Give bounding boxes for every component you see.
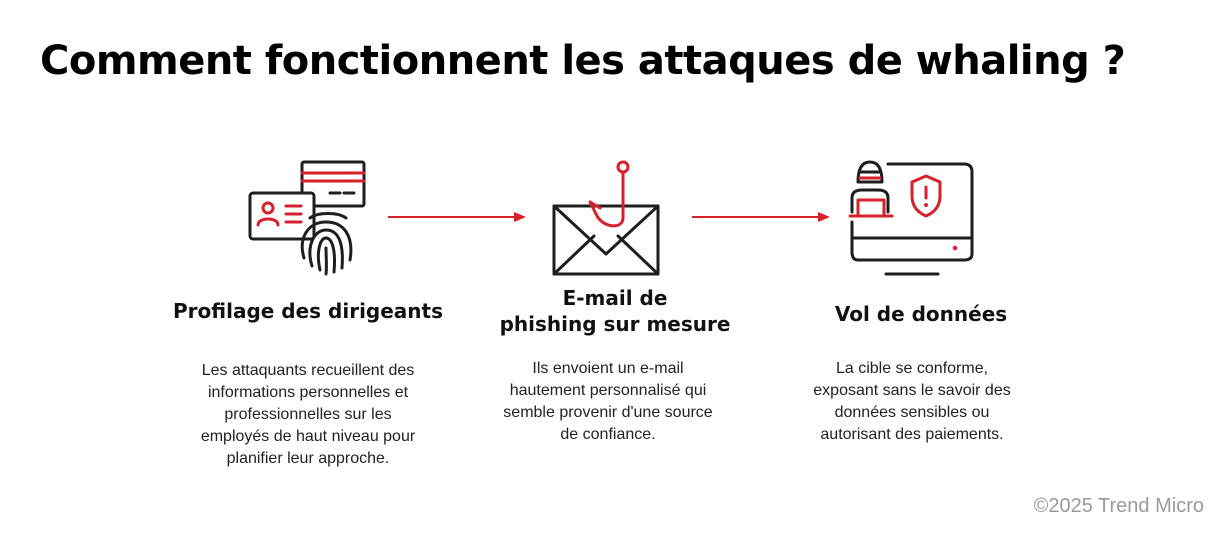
page-title: Comment fonctionnent les attaques de wha… — [40, 38, 1126, 84]
arrow-right-icon — [388, 212, 526, 222]
step-description-data-theft: La cible se conforme, exposant sans le s… — [813, 360, 1011, 443]
step-title-profiling: Profilage des dirigeants — [173, 299, 443, 323]
step-description-profiling: Les attaquants recueillent des informati… — [200, 362, 416, 467]
envelope-hook-icon — [552, 160, 660, 276]
copyright-notice: ©2025 Trend Micro — [1033, 495, 1204, 517]
id-card-fingerprint-icon — [248, 160, 366, 276]
step-description-phishing-email: Ils envoient un e-mail hautement personn… — [503, 360, 713, 443]
step-title-data-theft: Vol de données — [834, 302, 1008, 326]
arrow-right-icon — [692, 212, 830, 222]
step-title-phishing-email: E-mail de phishing sur mesure — [499, 286, 731, 336]
hacker-monitor-icon — [848, 160, 974, 276]
